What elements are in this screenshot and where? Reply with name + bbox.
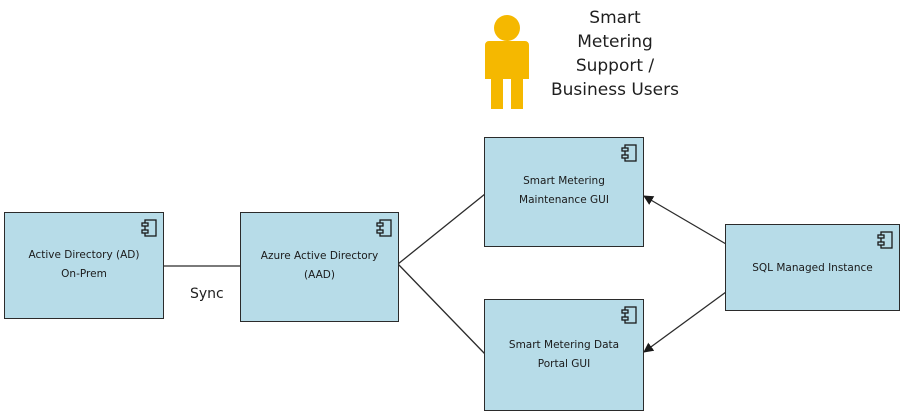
maintenance-gui-label: Smart Metering Maintenance GUI (519, 175, 609, 206)
sql-to-portal-arrow (643, 291, 727, 353)
component-icon (621, 306, 637, 324)
ad-onprem-component[interactable]: Active Directory (AD) On-Prem (4, 212, 164, 319)
sql-mi-component[interactable]: SQL Managed Instance (725, 224, 900, 311)
component-icon (141, 219, 157, 237)
ad-onprem-label: Active Directory (AD) On-Prem (28, 249, 140, 280)
data-portal-gui-component[interactable]: Smart Metering Data Portal GUI (484, 299, 644, 411)
aad-to-portal-connector (397, 263, 486, 355)
data-portal-gui-label: Smart Metering Data Portal GUI (508, 339, 620, 370)
maintenance-gui-component[interactable]: Smart Metering Maintenance GUI (484, 137, 644, 247)
component-icon (621, 144, 637, 162)
aad-to-maintenance-connector (397, 193, 486, 265)
aad-component[interactable]: Azure Active Directory (AAD) (240, 212, 399, 322)
component-icon (376, 219, 392, 237)
sql-mi-label: SQL Managed Instance (752, 262, 873, 274)
sync-label: Sync (190, 286, 224, 302)
actor-label: Smart Metering Support / Business Users (551, 8, 679, 100)
component-icon (877, 231, 893, 249)
aad-label: Azure Active Directory (AAD) (260, 250, 379, 281)
person-icon (485, 15, 529, 109)
sql-to-maintenance-arrow (643, 195, 727, 245)
